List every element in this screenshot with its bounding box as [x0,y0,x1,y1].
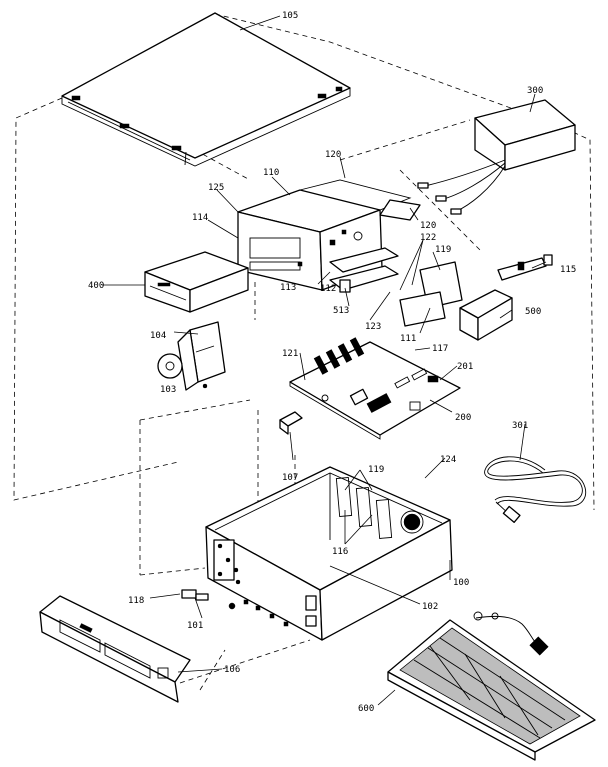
callout-124: 124 [440,455,456,465]
chassis-100 [205,466,453,641]
callout-113: 113 [280,283,296,293]
callout-102: 102 [422,602,438,612]
callout-103: 103 [160,385,176,395]
callout-115: 115 [560,265,576,275]
callout-122: 122 [420,233,436,243]
callout-106: 106 [224,665,240,675]
callout-119-lower: 119 [368,465,384,475]
switch-parts-101-118 [181,589,236,610]
floppy-drive-400 [144,251,249,313]
callout-116: 116 [332,547,348,557]
callout-120-top: 120 [325,150,341,160]
cable-102 [473,611,549,656]
callout-105: 105 [282,11,298,21]
drive-cage-110 [237,179,421,291]
callout-123: 123 [365,322,381,332]
callout-110: 110 [263,168,279,178]
callout-400: 400 [88,281,104,291]
front-bezel-106 [39,595,191,703]
callout-120-side: 120 [420,221,436,231]
callout-107: 107 [282,473,298,483]
hard-drive-500 [459,254,553,341]
speaker-103-104 [157,321,226,391]
callout-500: 500 [525,307,541,317]
callout-100: 100 [453,578,469,588]
motherboard-200 [289,337,461,440]
leader-lines [102,15,547,706]
callout-112: 112 [320,284,336,294]
callout-101: 101 [187,621,203,631]
callout-111: 111 [400,334,416,344]
callout-600: 600 [358,704,374,714]
callout-114: 114 [192,213,208,223]
callout-labels: 105 300 120 110 125 114 120 122 119 115 … [88,11,576,714]
callout-201: 201 [457,362,473,372]
callout-301: 301 [512,421,528,431]
top-cover-105 [61,12,351,167]
callout-125: 125 [208,183,224,193]
callout-104: 104 [150,331,166,341]
callout-118: 118 [128,596,144,606]
power-supply-300 [417,99,576,215]
callout-200: 200 [455,413,471,423]
callout-119-top: 119 [435,245,451,255]
callout-300: 300 [527,86,543,96]
component-107 [279,411,303,435]
callout-513: 513 [333,306,349,316]
brackets-111-113-119 [329,247,463,327]
callout-117: 117 [432,344,448,354]
power-cord-301 [484,456,587,523]
keyboard-600 [387,619,596,761]
callout-121: 121 [282,349,298,359]
